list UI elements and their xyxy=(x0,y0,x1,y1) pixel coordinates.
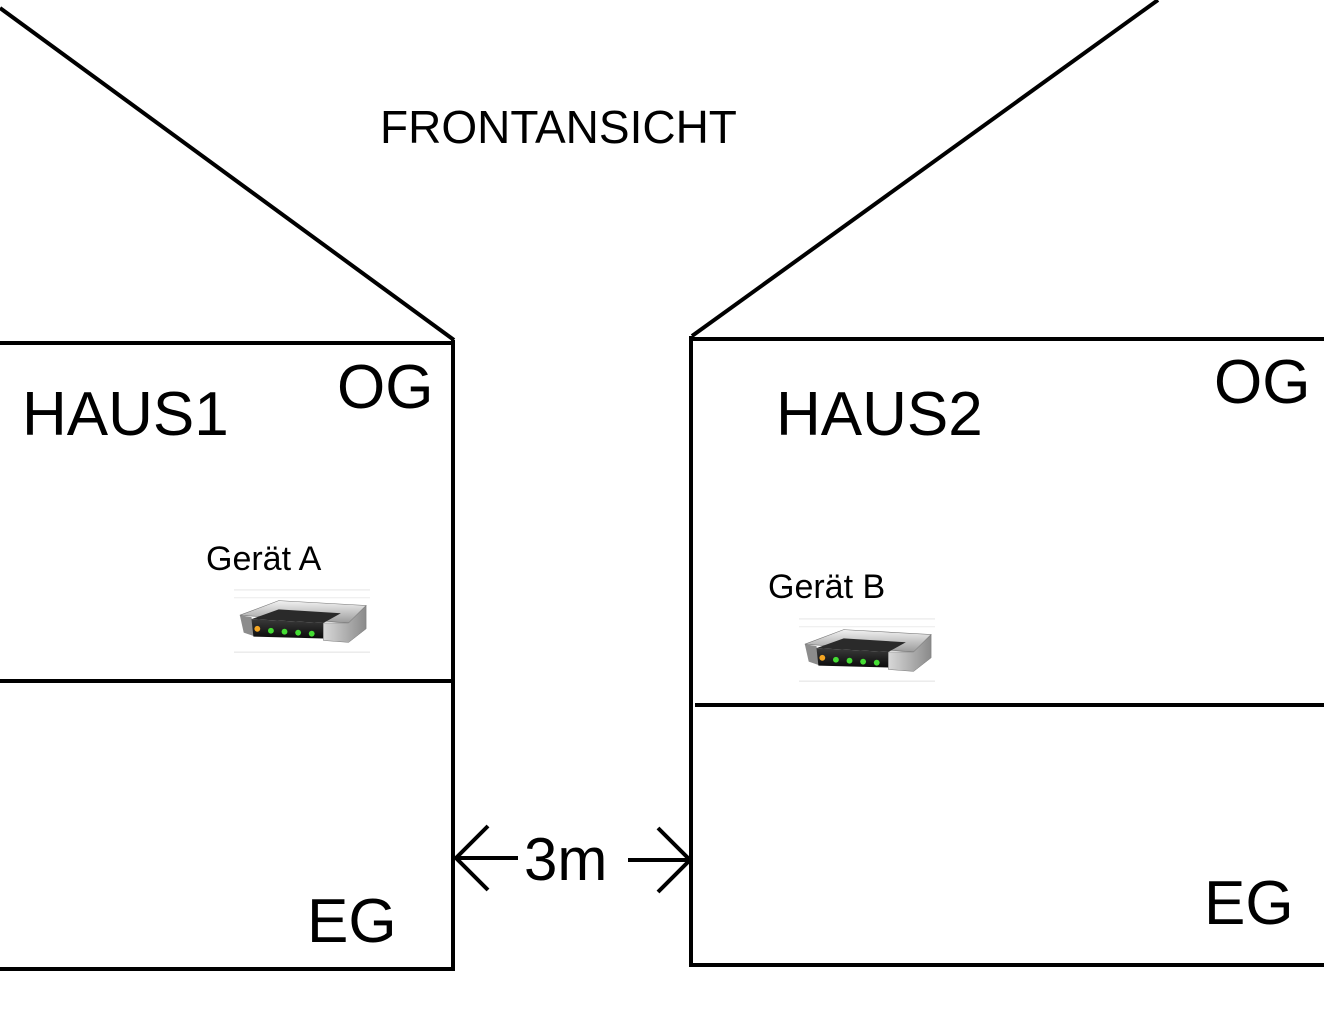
arrow-left-icon xyxy=(453,824,490,892)
house-2-ground-floor-label: EG xyxy=(1204,869,1294,938)
house-2-name: HAUS2 xyxy=(776,380,983,449)
house-1-name: HAUS1 xyxy=(22,380,229,449)
house-2: HAUS2 OG EG Gerät B xyxy=(689,0,1324,967)
distance-label: 3m xyxy=(524,826,607,893)
arrow-right-icon xyxy=(656,826,693,894)
distance-dimension: 3m xyxy=(453,824,693,894)
device-b-label: Gerät B xyxy=(768,568,885,606)
house-2-upper-floor-label: OG xyxy=(1214,348,1310,417)
router-icon xyxy=(233,589,371,653)
house-1-roof-line xyxy=(0,6,456,342)
device-a-label: Gerät A xyxy=(206,540,322,578)
router-icon xyxy=(798,618,936,682)
diagram-title: FRONTANSICHT xyxy=(380,101,737,153)
house-1-ground-floor-label: EG xyxy=(307,887,397,956)
house-2-roof-line xyxy=(690,0,1160,338)
house-1: HAUS1 OG EG Gerät A xyxy=(0,6,456,971)
house-1-upper-floor-label: OG xyxy=(337,353,433,422)
